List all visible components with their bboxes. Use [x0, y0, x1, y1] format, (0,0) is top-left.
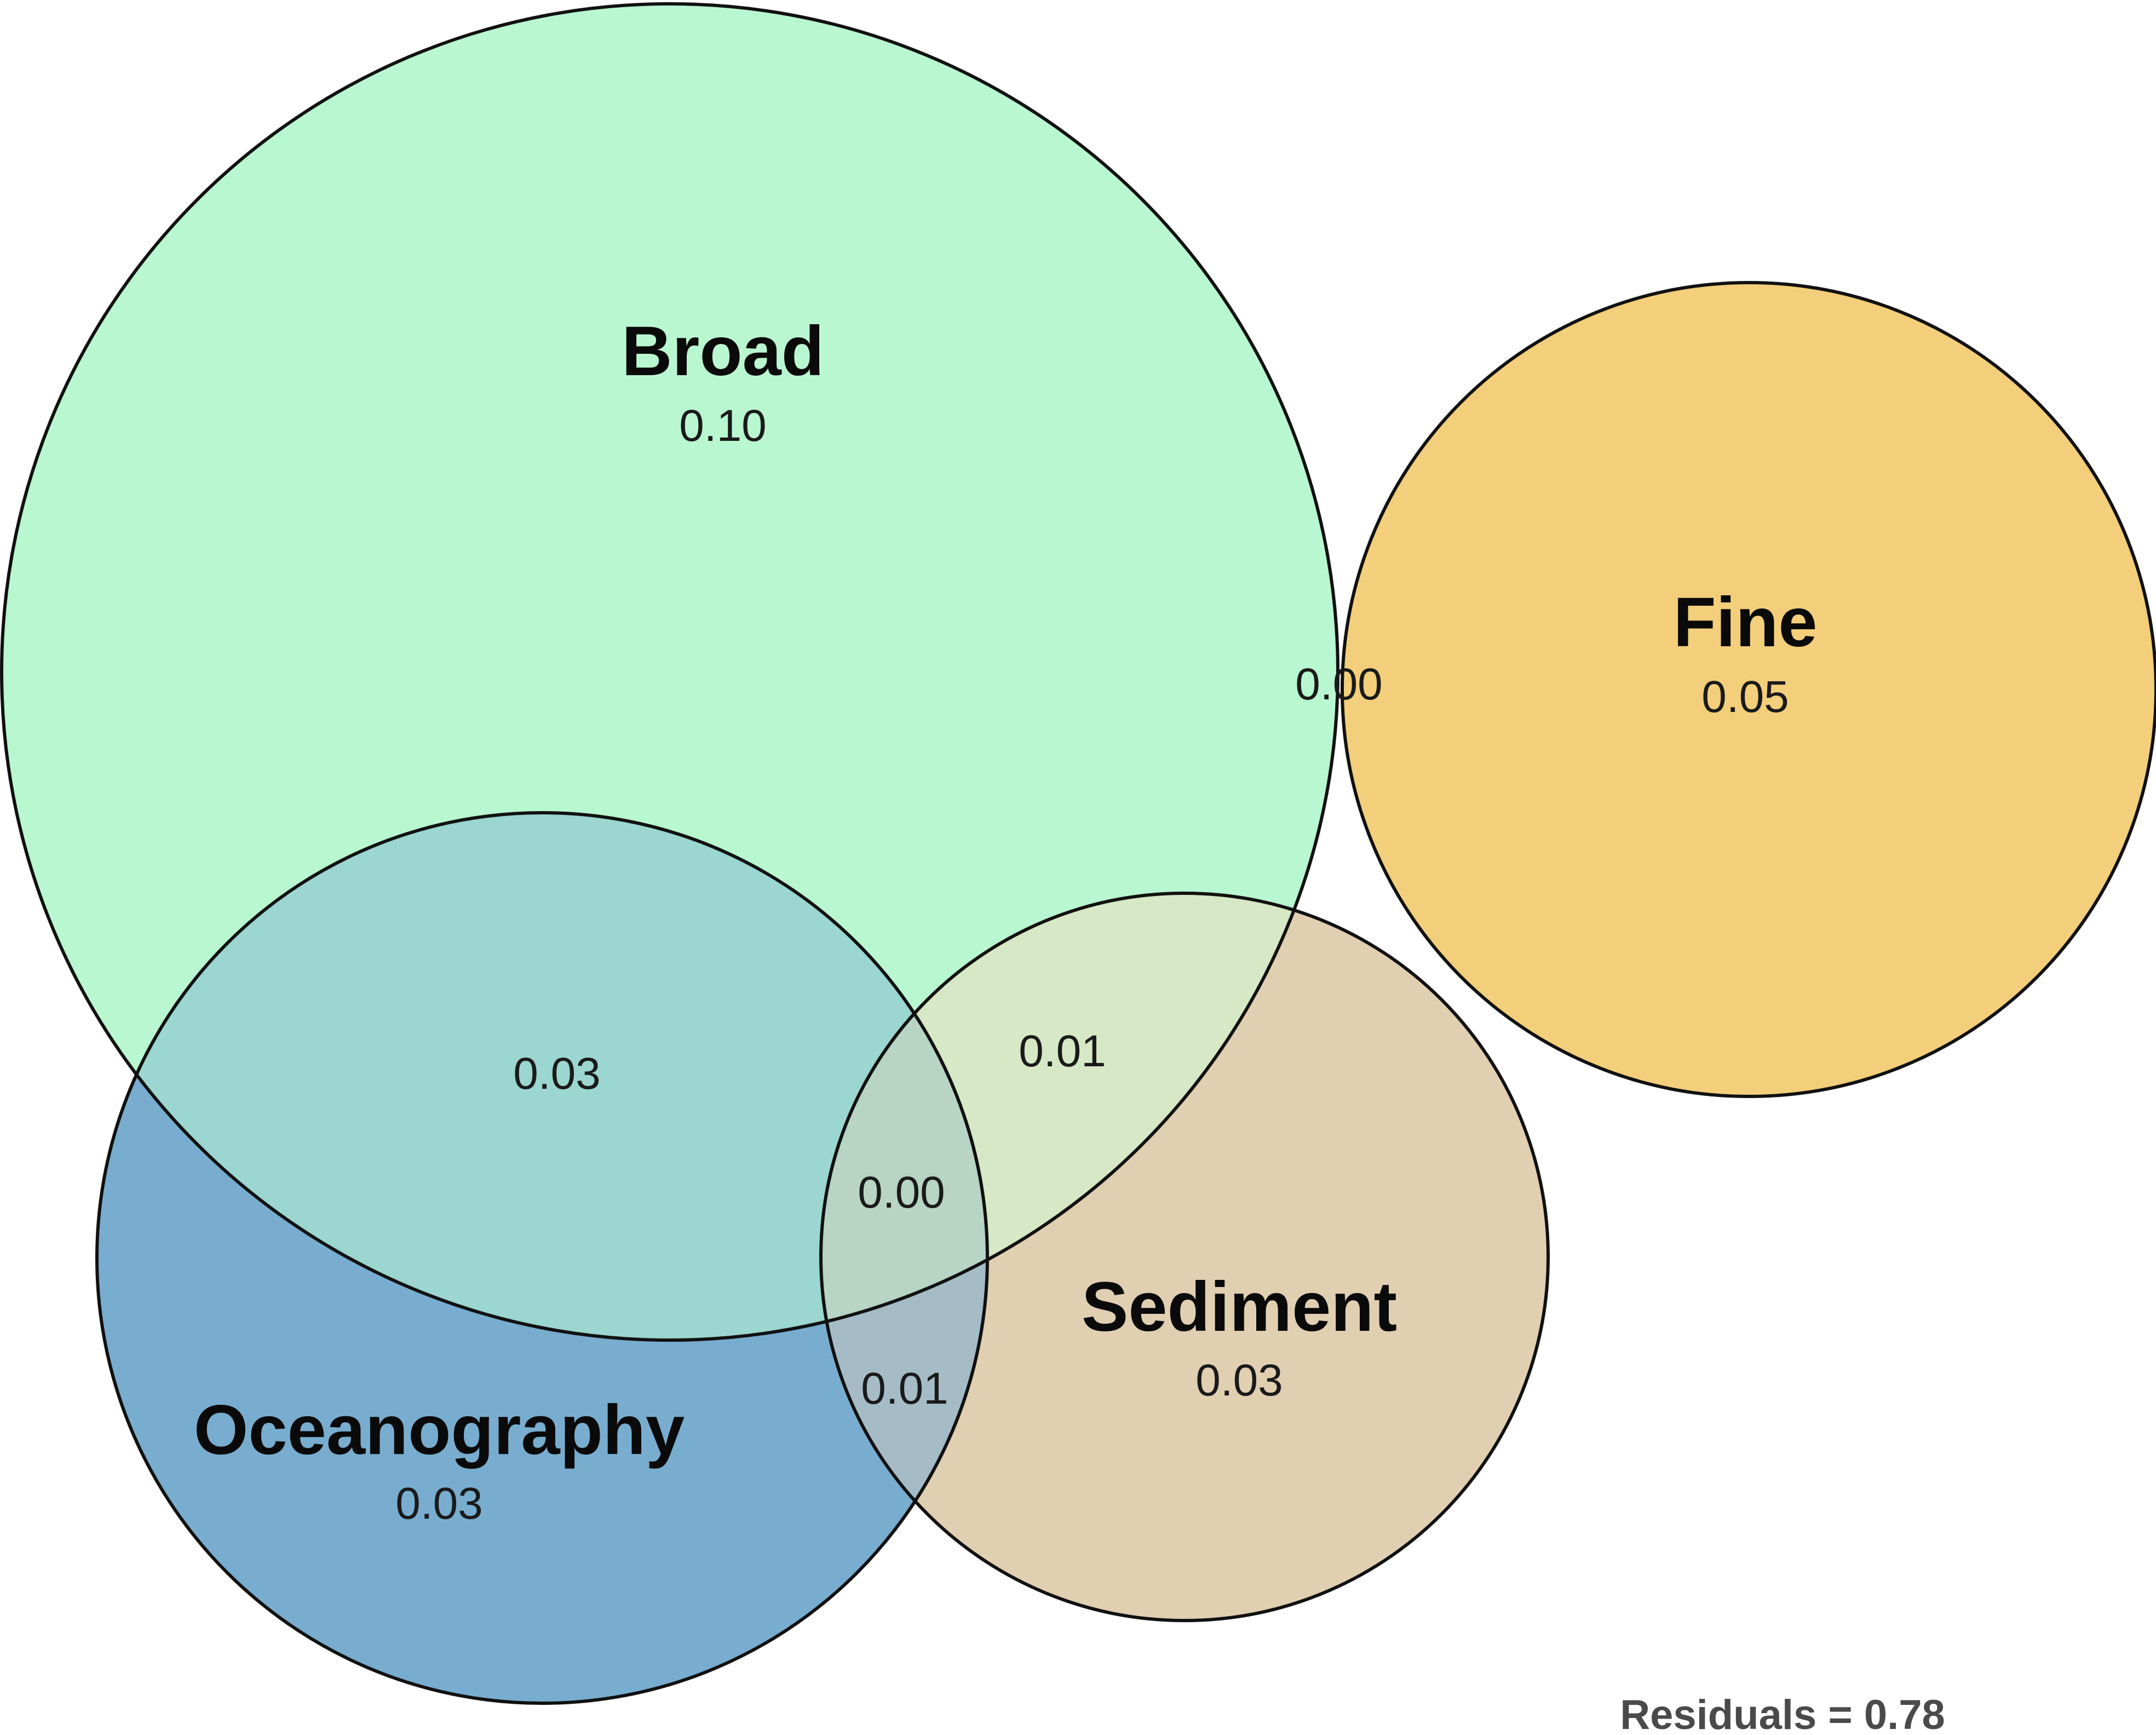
broad-label: Broad	[622, 312, 824, 390]
oceanography-outline	[95, 811, 989, 1705]
sediment-value: 0.03	[1195, 1355, 1283, 1405]
oceanography-sediment-value: 0.01	[861, 1364, 948, 1414]
sediment-outline	[819, 892, 1550, 1622]
fine-label: Fine	[1673, 583, 1817, 662]
oceanography-value: 0.03	[395, 1479, 483, 1529]
fine-outline	[1341, 281, 2156, 1098]
sediment-label: Sediment	[1082, 1268, 1397, 1346]
broad-outline	[0, 2, 1339, 1342]
fine-circle	[1342, 283, 2156, 1096]
residuals-text: Residuals = 0.78	[1620, 1692, 1945, 1735]
broad-oceanography-sediment-value: 0.00	[858, 1168, 945, 1217]
broad-value: 0.10	[679, 401, 767, 451]
broad-fine-value: 0.00	[1295, 659, 1383, 709]
oceanography-label: Oceanography	[194, 1391, 685, 1469]
broad-oceanography-overlap	[97, 813, 987, 1340]
broad-sediment-value: 0.01	[1019, 1026, 1106, 1076]
broad-oceanography-value: 0.03	[513, 1049, 601, 1099]
fine-value: 0.05	[1701, 672, 1789, 722]
